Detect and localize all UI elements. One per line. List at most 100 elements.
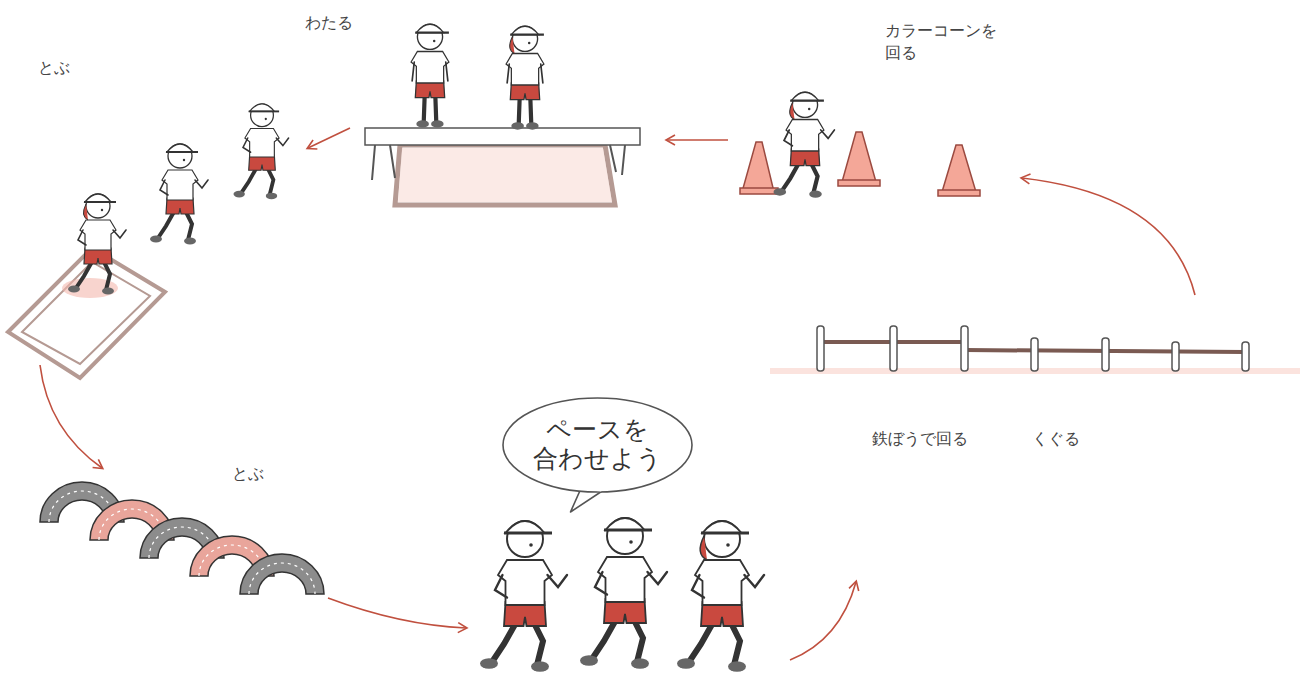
head	[168, 144, 192, 168]
limb	[541, 64, 543, 83]
eye	[726, 543, 730, 547]
limb	[78, 230, 86, 245]
limb	[412, 62, 414, 81]
child-figure	[480, 521, 567, 672]
speech-bubble: ペースを 合わせよう	[501, 396, 694, 494]
shoe	[416, 120, 429, 127]
limb	[113, 230, 126, 238]
tire-tread	[249, 563, 315, 594]
shoe	[431, 120, 444, 127]
station-label: とぶ	[232, 463, 264, 485]
limb	[160, 180, 168, 195]
child-figure	[774, 92, 835, 198]
head	[86, 194, 110, 218]
shoe	[480, 658, 498, 669]
limb	[692, 575, 704, 598]
eye	[265, 118, 267, 120]
eye	[528, 42, 531, 45]
shoe	[150, 236, 162, 243]
limb	[745, 575, 765, 587]
cap-brim	[701, 532, 749, 535]
shoe	[526, 122, 539, 129]
station-label: カラーコーンを 回る	[885, 20, 1002, 63]
shoe	[631, 658, 649, 669]
eye	[529, 543, 533, 547]
landing-mat	[8, 248, 165, 378]
children	[68, 24, 834, 672]
tire	[240, 554, 324, 594]
shoe	[266, 193, 277, 200]
shoe	[580, 655, 598, 666]
cap-brim	[510, 34, 544, 36]
child-figure	[150, 144, 208, 245]
cap	[703, 521, 742, 533]
eye	[183, 159, 185, 161]
shoe	[774, 188, 787, 195]
iron-bars	[770, 326, 1300, 374]
cap	[250, 104, 275, 112]
shoe	[677, 658, 695, 669]
tire-shape	[240, 554, 324, 594]
cap-brim	[84, 201, 116, 203]
child-figure	[677, 521, 764, 672]
bubble-join	[584, 488, 601, 490]
child-figure	[411, 24, 449, 127]
limb	[276, 138, 288, 146]
cap	[167, 144, 193, 152]
bubble-ellipse	[503, 398, 692, 492]
balance-beam	[365, 128, 640, 205]
cap-brim	[249, 110, 279, 112]
cap-brim	[790, 100, 824, 102]
shoe	[184, 238, 196, 245]
shoe	[68, 286, 80, 293]
eye	[433, 40, 436, 43]
limb	[446, 62, 448, 81]
shoe	[511, 122, 524, 129]
color-cones	[740, 132, 980, 196]
shirt	[411, 52, 449, 84]
eye	[808, 108, 811, 111]
shoe	[728, 661, 746, 672]
cap	[85, 194, 111, 202]
limb	[243, 138, 251, 152]
station-label: とぶ	[38, 57, 70, 79]
child-figure	[68, 194, 126, 295]
eye	[629, 540, 633, 544]
station-label: わたる	[305, 12, 353, 34]
limb	[821, 130, 835, 138]
child-figure	[580, 518, 667, 669]
cap-brim	[604, 529, 652, 532]
bubble-text: ペースを 合わせよう	[531, 416, 664, 474]
hair	[700, 536, 707, 560]
child-figure	[234, 104, 289, 199]
shoe	[102, 288, 114, 295]
hair	[83, 204, 88, 220]
limb	[784, 130, 792, 146]
eye	[101, 209, 103, 211]
cap	[791, 92, 818, 100]
limb	[595, 572, 607, 595]
cap-brim	[504, 532, 552, 535]
limb	[648, 572, 668, 584]
hair	[510, 37, 515, 54]
tires	[40, 482, 324, 594]
cap	[506, 521, 545, 533]
shoe	[234, 191, 245, 198]
child-figure	[506, 26, 544, 129]
limb	[195, 180, 208, 188]
cap	[511, 26, 538, 34]
head	[251, 104, 274, 127]
station-label: 鉄ぼうで回る	[872, 428, 968, 450]
limb	[507, 64, 509, 83]
cap-brim	[166, 151, 198, 153]
limb	[548, 575, 568, 587]
cap	[416, 24, 443, 32]
limb	[495, 575, 507, 598]
shoe	[531, 661, 549, 672]
cap	[606, 518, 645, 530]
station-label: くぐる	[1032, 428, 1080, 450]
shoe	[809, 190, 822, 197]
hair	[790, 103, 795, 120]
cap-brim	[415, 32, 449, 34]
